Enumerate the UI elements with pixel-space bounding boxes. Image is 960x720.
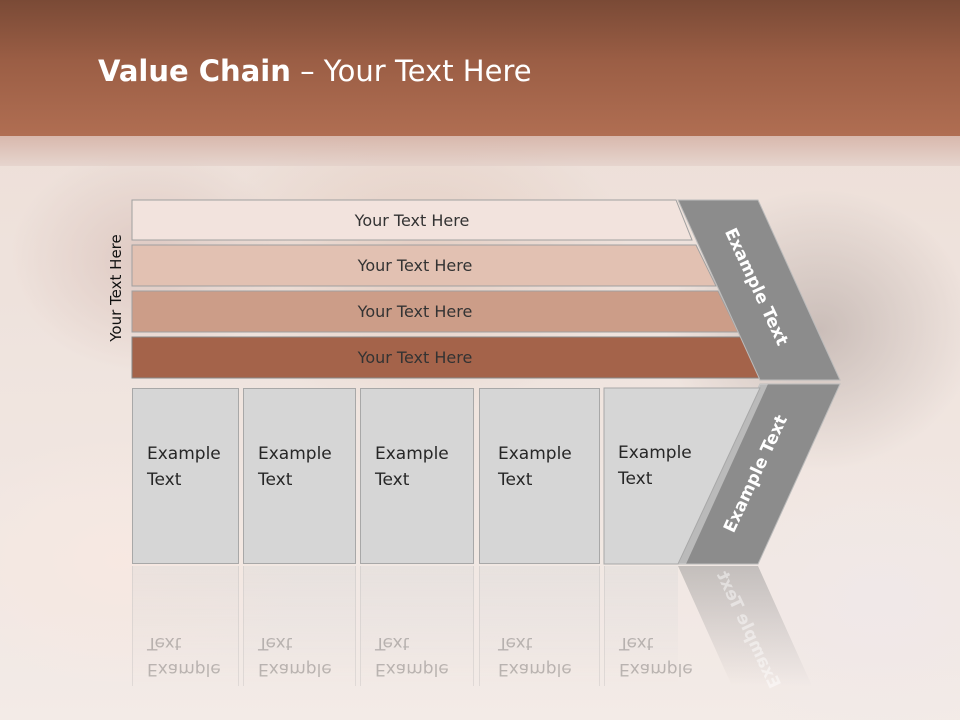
title-bold: Value Chain [98,54,291,88]
chevron-reflection [678,566,812,686]
band-shape-1[interactable] [131,199,693,241]
title-bar [0,0,960,136]
column-4-line2: Text [498,470,533,490]
band-2-label: Your Text Here [357,256,473,275]
column-1-line2: Text [147,470,182,490]
band-3-label: Your Text Here [357,302,473,321]
column-5-line1: Example [618,443,692,463]
band-3[interactable]: Your Text Here [132,291,698,332]
column-4-line1: Example [498,444,572,464]
column-3-line2: Text [375,470,410,490]
column-1-line1: Example [147,444,221,464]
chevron-lower-edge [678,384,768,564]
title-strip [0,136,960,166]
column-5-line2: Text [618,469,653,489]
column-2-line2: Text [258,470,293,490]
column-3-line1: Example [375,444,449,464]
band-1[interactable]: Your Text Here [132,200,692,240]
band-1-label: Your Text Here [354,210,470,230]
slide-title[interactable]: Value Chain – Your Text Here [98,54,532,88]
band-2[interactable]: Your Text Here [132,245,698,286]
title-rest: – Your Text Here [290,54,532,88]
column-2-line1: Example [258,444,332,464]
band-4-label: Your Text Here [357,348,473,367]
chevron-upper[interactable] [677,199,841,381]
band-4[interactable]: Your Text Here [132,337,698,378]
band-shape-2[interactable] [131,244,717,287]
